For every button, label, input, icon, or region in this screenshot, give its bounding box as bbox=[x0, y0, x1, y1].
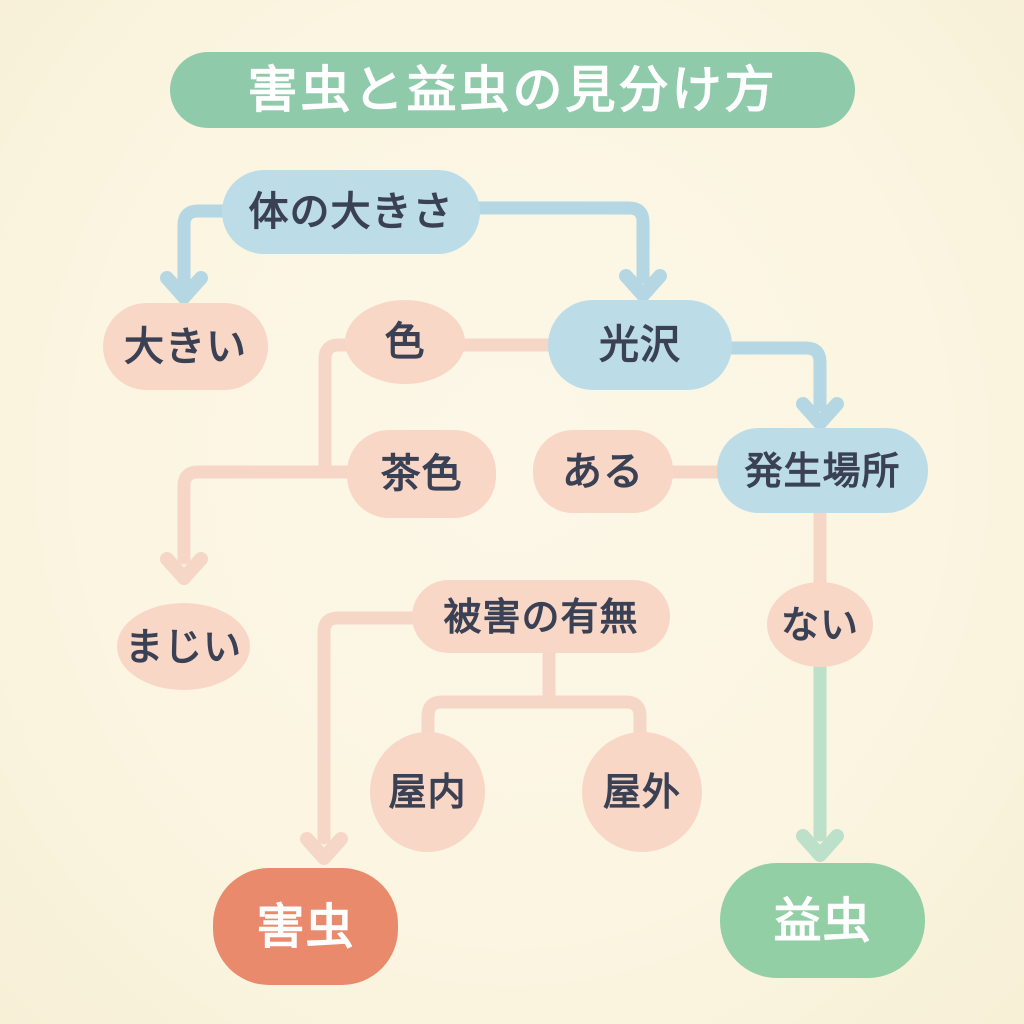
page-title: 害虫と益虫の見分け方 bbox=[170, 52, 855, 128]
edge-brown-to-majii-arrowhead bbox=[160, 552, 208, 585]
node-damage: 被害の有無 bbox=[412, 580, 670, 653]
node-big: 大きい bbox=[103, 303, 268, 390]
edge-bodysize-to-gloss-line bbox=[469, 201, 650, 284]
edge-bodysize-to-big-line bbox=[177, 204, 233, 287]
node-nai: ない bbox=[767, 582, 873, 667]
node-outdoor: 屋外 bbox=[582, 732, 702, 852]
node-beneficial: 益虫 bbox=[720, 863, 925, 978]
edge-brown-to-majii-line bbox=[177, 465, 357, 565]
edge-damage-to-rooms-line bbox=[421, 695, 647, 749]
edge-damage-to-pest-arrowhead bbox=[300, 832, 348, 865]
edge-damage-to-pest-line bbox=[317, 611, 422, 845]
node-pest: 害虫 bbox=[213, 868, 398, 985]
node-body-size: 体の大きさ bbox=[222, 170, 480, 254]
edge-nai-to-beneficial-arrowhead bbox=[796, 829, 844, 862]
node-gloss: 光沢 bbox=[548, 300, 732, 390]
edge-gloss-to-location-arrowhead bbox=[796, 397, 844, 430]
edge-gloss-to-location-line bbox=[721, 341, 827, 412]
node-brown: 茶色 bbox=[347, 430, 496, 518]
node-majii: まじい bbox=[117, 603, 250, 690]
node-aru: ある bbox=[533, 430, 673, 513]
node-color: 色 bbox=[345, 300, 465, 384]
edge-bodysize-to-gloss-arrowhead bbox=[619, 269, 667, 302]
edge-color-elbow-line bbox=[318, 338, 357, 479]
node-indoor: 屋内 bbox=[370, 732, 485, 852]
node-location: 発生場所 bbox=[717, 428, 928, 513]
edge-bodysize-to-big-arrowhead bbox=[160, 271, 208, 304]
